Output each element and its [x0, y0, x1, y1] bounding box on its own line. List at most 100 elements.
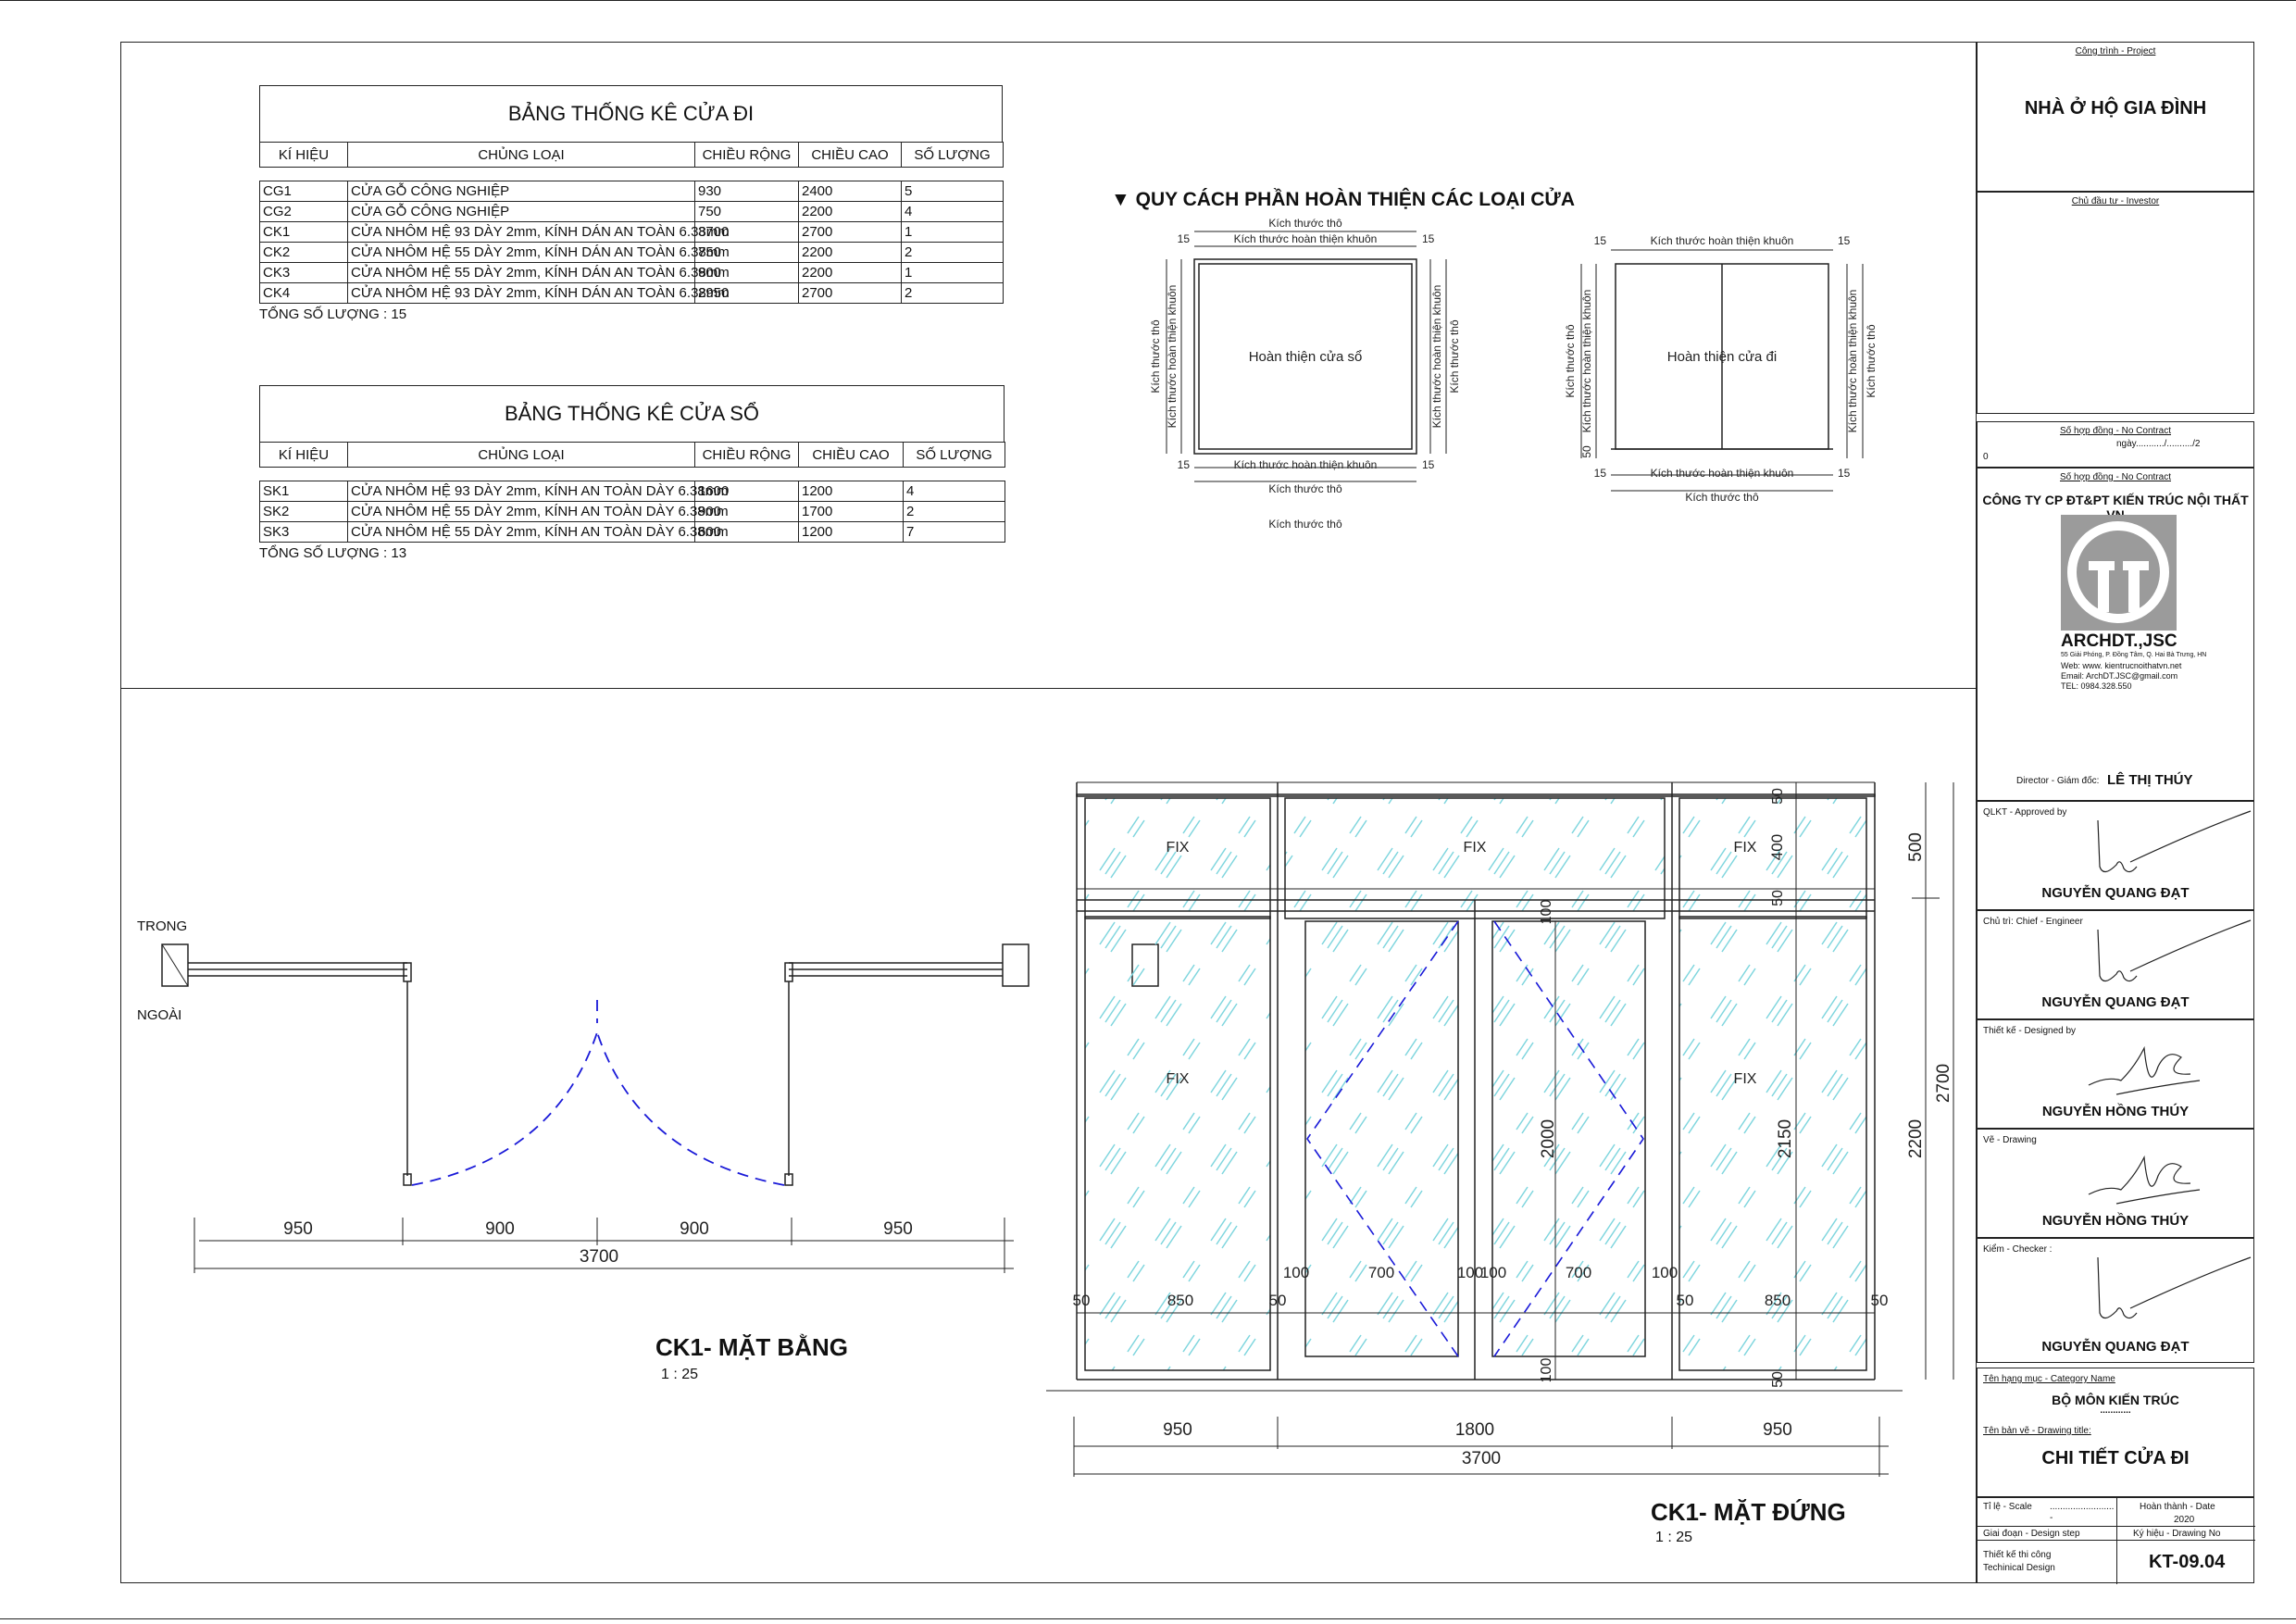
table-cell: CG1 — [259, 181, 348, 202]
drawing-label: Vẽ - Drawing — [1983, 1135, 2037, 1145]
window-finish-label: Hoàn thiện cửa sổ — [1249, 349, 1363, 365]
elevation-row-dim: 50 — [1269, 1292, 1287, 1309]
brand-name: ARCHDT.,JSC — [2061, 631, 2177, 651]
column-header: CHIỀU CAO — [798, 442, 904, 468]
table-cell: 3700 — [694, 221, 799, 243]
plan-title: CK1- MẶT BẰNG — [655, 1333, 848, 1361]
checker-label: Kiểm - Checker : — [1983, 1244, 2053, 1255]
spec-rough-label: Kích thước thô — [1268, 518, 1342, 531]
elevation-leaf-dim: 100 — [1539, 900, 1554, 925]
title-block: Công trình - Project NHÀ Ở HỘ GIA ĐÌNH C… — [1977, 42, 2255, 1584]
plan-outside-label: NGOÀI — [137, 1007, 182, 1023]
contract-date: ngày.........../........../2 — [2116, 439, 2201, 449]
table-cell: CỬA NHÔM HỆ 93 DÀY 2mm, KÍNH DÁN AN TOÀN… — [347, 282, 730, 304]
elevation-drawing: FIX FIX FIX FIX FIX 950 1800 950 3700 50… — [1046, 781, 1954, 1477]
signature-icon — [2097, 919, 2252, 982]
spec-rough-label: Kích thước thô — [1268, 217, 1342, 230]
column-header: SỐ LƯỢNG — [901, 142, 1004, 168]
date-value: 2020 — [2174, 1515, 2195, 1525]
checker-cell: Kiểm - Checker : NGUYỄN QUANG ĐẠT — [1977, 1238, 2254, 1363]
spec-frame-label: Kích thước hoàn thiện khuôn — [1234, 458, 1378, 471]
drawing-no-label: Ký hiệu - Drawing No — [2133, 1529, 2221, 1539]
table-cell: 2950 — [694, 282, 799, 304]
spec-frame-label: Kích thước hoàn thiện khuôn — [1580, 290, 1593, 433]
table-cell: 2 — [901, 242, 1004, 263]
elevation-row-dim: 700 — [1368, 1264, 1394, 1281]
window-schedule: BẢNG THỐNG KÊ CỬA SỔ KÍ HIỆU CHỦNG LOẠI … — [259, 385, 1005, 561]
drawing-title-label: Tên bản vẽ - Drawing title: — [1983, 1426, 2091, 1436]
contract-label: Số hợp đồng - No Contract — [2060, 426, 2171, 436]
logo-mark-icon — [2067, 521, 2169, 623]
spec-rough-label: Kích thước thô — [1564, 324, 1577, 398]
plan-inside-label: TRONG — [137, 918, 188, 934]
table-cell: CỬA NHÔM HỆ 55 DÀY 2mm, KÍNH DÁN AN TOÀN… — [347, 262, 730, 283]
table-cell: 900 — [694, 262, 799, 283]
signature-icon — [2088, 1045, 2201, 1095]
table-cell: 900 — [694, 501, 799, 522]
plan-dim: 950 — [283, 1219, 313, 1239]
spec-dim: 15 — [1178, 232, 1191, 245]
fix-label: FIX — [1734, 840, 1757, 856]
table-header-row: KÍ HIỆU CHỦNG LOẠI CHIỀU RỘNG CHIỀU CAO … — [259, 442, 1005, 468]
date-label: Hoàn thành - Date — [2140, 1502, 2215, 1512]
fix-label: FIX — [1734, 1071, 1757, 1087]
checker-name: NGUYỄN QUANG ĐẠT — [2041, 1339, 2190, 1355]
spec-title-text: QUY CÁCH PHẦN HOÀN THIỆN CÁC LOẠI CỬA — [1135, 189, 1576, 210]
spec-title: ▼ QUY CÁCH PHẦN HOÀN THIỆN CÁC LOẠI CỬA — [1111, 189, 1575, 211]
column-header: CHIỀU RỘNG — [694, 142, 799, 168]
scale-dash: - — [2050, 1513, 2053, 1523]
elevation-row-dim: 100 — [1652, 1264, 1678, 1281]
table-cell: 1600 — [694, 481, 799, 502]
table-cell: 2400 — [798, 181, 902, 202]
project-name: NHÀ Ở HỘ GIA ĐÌNH — [2024, 98, 2207, 119]
contract-label-2: Số hợp đồng - No Contract — [2060, 472, 2171, 482]
company-email: Email: ArchDT.JSC@gmail.com — [2061, 671, 2178, 681]
designed-name: NGUYỄN HỒNG THÚY — [2041, 1104, 2190, 1119]
spec-dim: 15 — [1422, 232, 1435, 245]
table-cell: SK3 — [259, 521, 348, 543]
triangle-icon: ▼ — [1111, 189, 1130, 210]
signature-icon — [2088, 1155, 2201, 1205]
spec-rough-label: Kích thước thô — [1268, 482, 1342, 495]
director-label: Director - Giám đốc: — [2016, 776, 2100, 786]
plan-scale: 1 : 25 — [661, 1367, 699, 1382]
plan-drawing: 950 900 900 950 3700 — [161, 943, 1159, 1273]
fix-label: FIX — [1167, 840, 1190, 856]
scale-label: Tỉ lệ - Scale — [1983, 1502, 2032, 1512]
scale-dots: ......................... — [2050, 1502, 2115, 1512]
step-value-en: Techinical Design — [1983, 1563, 2055, 1573]
table-cell: 2 — [903, 501, 1005, 522]
sheet-edge-top — [0, 0, 2296, 1]
category-label: Tên hạng mục - Category Name — [1983, 1374, 2115, 1384]
table-cell: 930 — [694, 181, 799, 202]
spec-rough-label: Kích thước thô — [1865, 324, 1878, 398]
spec-dim: 15 — [1838, 467, 1851, 480]
table-cell: SK2 — [259, 501, 348, 522]
elevation-right-dim: 50 — [1770, 1371, 1786, 1388]
spec-frame-label: Kích thước hoàn thiện khuôn — [1651, 467, 1794, 480]
elevation-right-dim: 50 — [1770, 788, 1786, 805]
door-schedule: BẢNG THỐNG KÊ CỬA ĐI KÍ HIỆU CHỦNG LOẠI … — [259, 85, 1004, 322]
spec-dim: 50 — [1580, 445, 1593, 458]
column-header: KÍ HIỆU — [259, 442, 348, 468]
elevation-leaf-dim: 100 — [1539, 1358, 1554, 1383]
investor-label: Chủ đầu tư - Investor — [2071, 196, 2160, 206]
table-cell: 4 — [901, 201, 1004, 222]
spec-rough-label: Kích thước thô — [1149, 319, 1162, 394]
approved-label: QLKT - Approved by — [1983, 807, 2067, 818]
column-header: CHỦNG LOẠI — [347, 442, 695, 468]
designed-label: Thiết kế - Designed by — [1983, 1026, 2077, 1036]
elevation-row-dim: 50 — [1073, 1292, 1091, 1309]
chief-label: Chủ trì: Chief - Engineer — [1983, 917, 2083, 927]
elevation-leaf-dim: 2000 — [1539, 1119, 1558, 1158]
spec-dim: 15 — [1422, 458, 1435, 471]
signature-icon — [2097, 810, 2252, 873]
elevation-title: CK1- MẶT ĐỨNG — [1651, 1498, 1846, 1526]
spec-frame-label: Kích thước hoàn thiện khuôn — [1234, 232, 1378, 245]
